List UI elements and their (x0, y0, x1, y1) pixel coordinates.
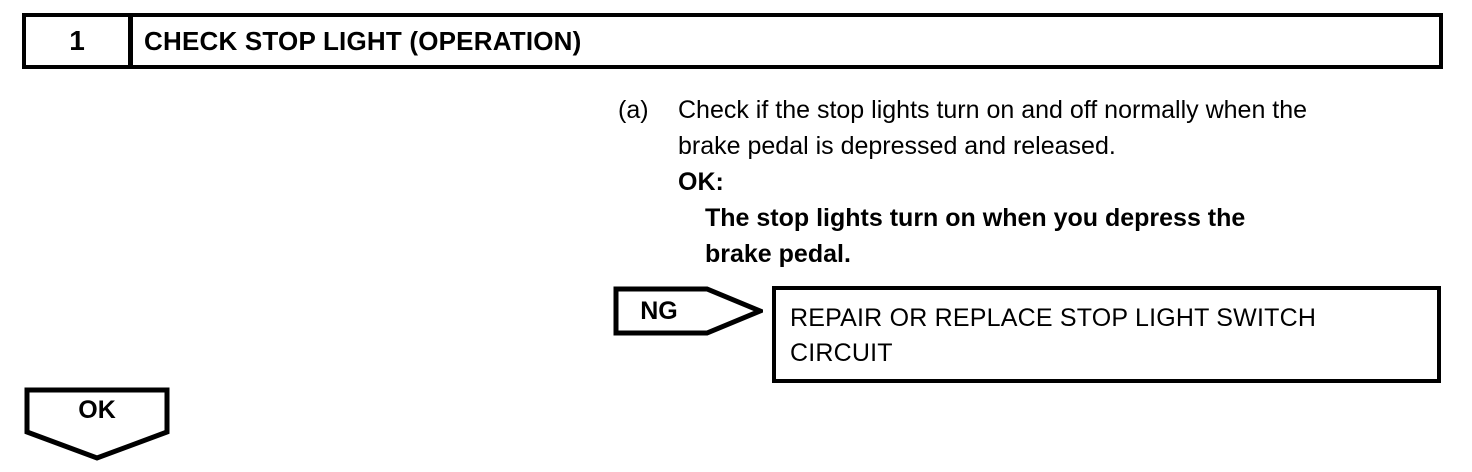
ok-pennant-shape (24, 387, 170, 461)
procedure-marker: (a) (618, 96, 649, 124)
ok-branch-pennant (24, 387, 170, 461)
procedure-line: brake pedal is depressed and released. (678, 132, 1116, 160)
ng-action-line: REPAIR OR REPLACE STOP LIGHT SWITCH (790, 304, 1317, 332)
step-title: CHECK STOP LIGHT (OPERATION) (144, 26, 582, 56)
procedure-body: Check if the stop lights turn on and off… (678, 92, 1458, 272)
step-header-bar: 1 CHECK STOP LIGHT (OPERATION) (22, 13, 1443, 69)
ng-action-box: REPAIR OR REPLACE STOP LIGHT SWITCH CIRC… (772, 286, 1441, 383)
step-title-cell: CHECK STOP LIGHT (OPERATION) (133, 17, 1439, 65)
procedure-line: Check if the stop lights turn on and off… (678, 96, 1308, 124)
ng-pennant-shape (613, 286, 763, 336)
step-number-cell: 1 (26, 17, 133, 65)
ng-action-line: CIRCUIT (790, 339, 893, 367)
procedure-result-heading: OK: (678, 168, 724, 196)
ng-branch-pennant (613, 286, 763, 336)
procedure-result-line: The stop lights turn on when you depress… (705, 204, 1246, 232)
procedure-item: (a) Check if the stop lights turn on and… (618, 92, 1458, 272)
step-number: 1 (69, 25, 85, 56)
procedure-block: (a) Check if the stop lights turn on and… (618, 92, 1458, 272)
procedure-result-line: brake pedal. (705, 240, 851, 268)
